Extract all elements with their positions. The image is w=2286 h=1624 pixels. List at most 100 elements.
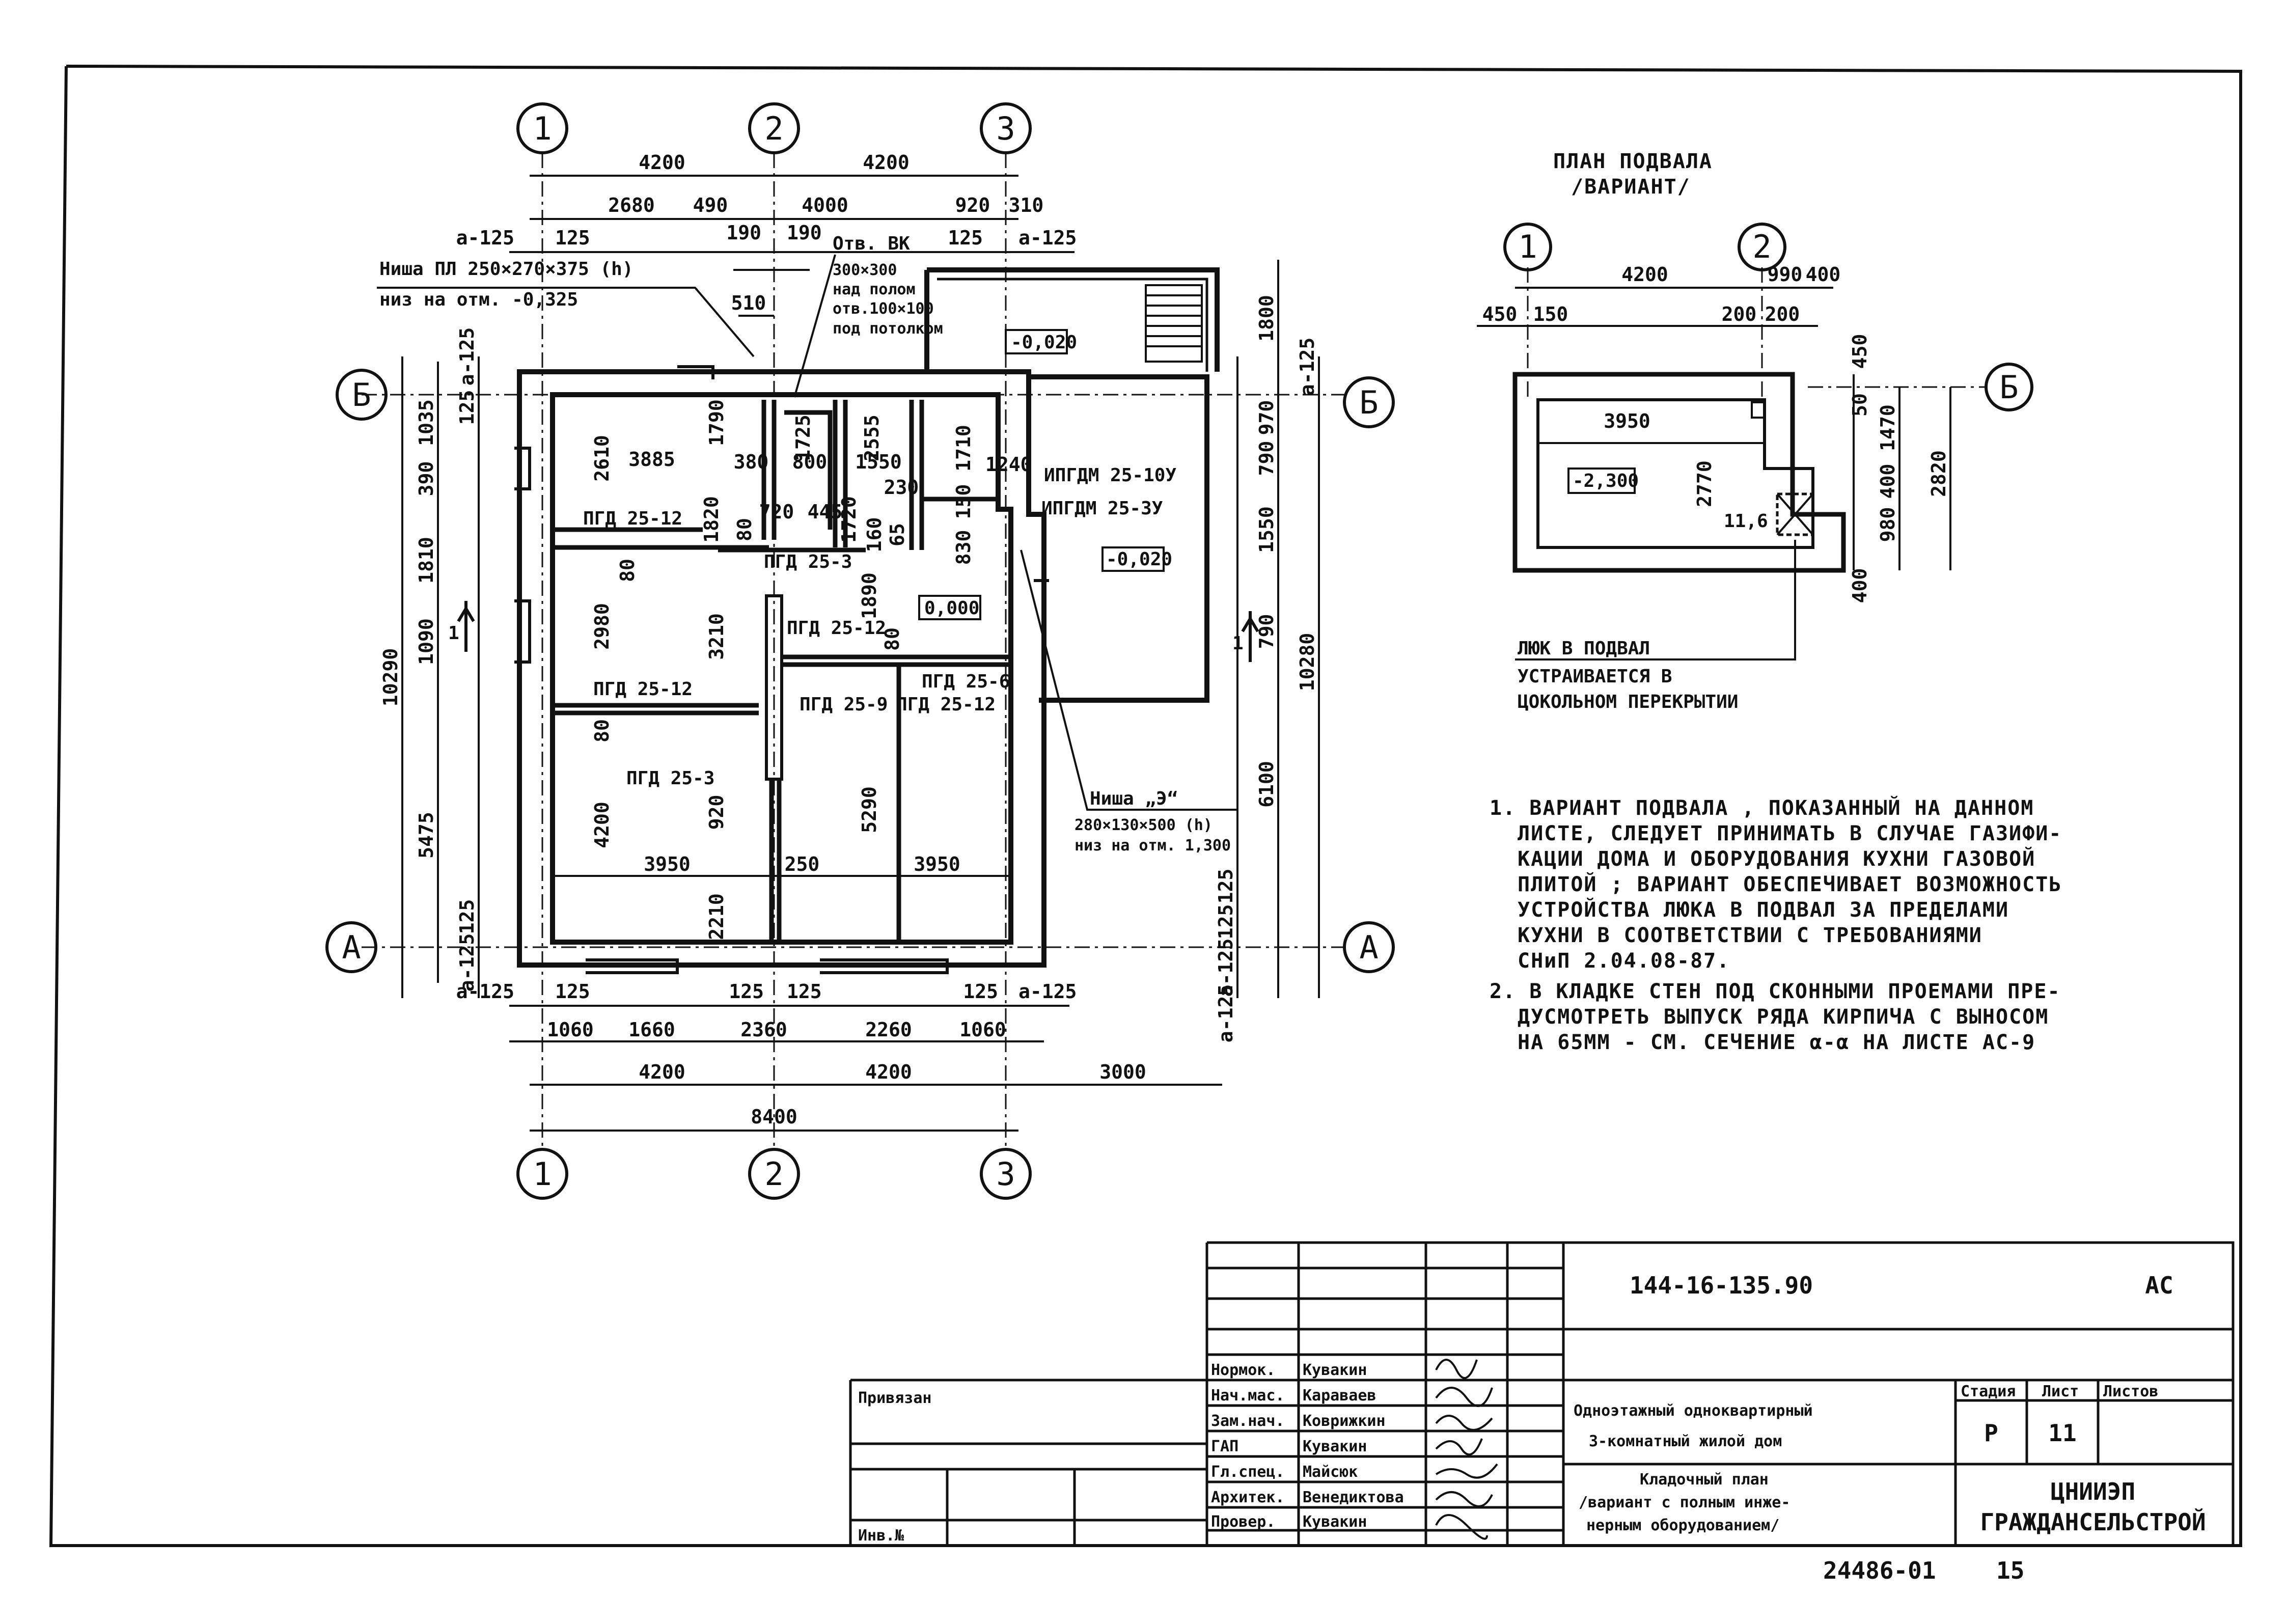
dim-top-190-b: 190 bbox=[787, 222, 822, 244]
dim-top-510: 510 bbox=[731, 292, 766, 314]
role-6: Архитек. bbox=[1211, 1489, 1285, 1506]
basement-subtitle: /ВАРИАНТ/ bbox=[1571, 175, 1691, 199]
partitions bbox=[553, 400, 1011, 942]
basement-dim-4200: 4200 bbox=[1621, 263, 1668, 286]
dim-lines-top bbox=[509, 175, 1075, 317]
dim-in-150: 150 bbox=[952, 484, 975, 519]
dim-right-10280: 10280 bbox=[1296, 633, 1318, 691]
dim-left-a125-bot: а-125 bbox=[456, 933, 478, 992]
dim-top-125-right: 125 bbox=[948, 227, 983, 249]
niche-pl-callout: Ниша ПЛ 250×270×375 (h) низ на отм. -0,3… bbox=[377, 259, 755, 357]
signatures bbox=[1435, 1359, 1498, 1540]
hatch-note-3: ЦОКОЛЬНОМ ПЕРЕКРЫТИИ bbox=[1518, 692, 1738, 712]
org-line-2: ГРАЖДАНСЕЛЬСТРОЙ bbox=[1980, 1508, 2206, 1536]
note-line-7: СНиП 2.04.08-87. bbox=[1518, 949, 1730, 973]
axis-bubble-2-top bbox=[748, 102, 800, 154]
role-1: Нормок. bbox=[1211, 1361, 1275, 1379]
name-4: Кувакин bbox=[1303, 1438, 1367, 1455]
dim-left-1090: 1090 bbox=[415, 618, 437, 665]
vent-shaft-icon bbox=[1751, 401, 1765, 419]
dim-top-a125-left: а-125 bbox=[456, 227, 514, 249]
inv-label: Инв.№ bbox=[858, 1527, 904, 1545]
note-line-10: НА 65ММ - СМ. СЕЧЕНИЕ α-α НА ЛИСТЕ АС-9 bbox=[1518, 1031, 2035, 1054]
dim-top-4000: 4000 bbox=[802, 194, 848, 216]
opening-pgd25-3-b: ПГД 25-3 bbox=[626, 768, 714, 789]
sheet-title-2: /вариант с полным инже- bbox=[1579, 1494, 1790, 1511]
dim-in-3210: 3210 bbox=[705, 613, 728, 660]
niche-e-leader bbox=[1020, 549, 1237, 811]
axis-bubble-b-left bbox=[336, 369, 388, 421]
niche-e-callout: Ниша „Э“ 280×130×500 (h) низ на отм. 1,3… bbox=[1020, 549, 1237, 855]
dim-bot-125-l: 125 bbox=[555, 980, 590, 1003]
basement-level: -2,300 bbox=[1573, 471, 1639, 491]
dim-right-125a: 125 bbox=[1215, 904, 1237, 940]
axis-bubble-3-top bbox=[980, 102, 1032, 154]
dim-right-1550: 1550 bbox=[1255, 506, 1278, 553]
axis-bubble-a-right bbox=[1343, 921, 1395, 973]
dims-bottom: а-125 125 125 125 125 а-125 1060 1660 23… bbox=[456, 980, 1146, 1128]
basement-dim-400: 400 bbox=[1806, 263, 1841, 286]
niche-pl-leader bbox=[377, 287, 755, 357]
doc-code: 144-16-135.90 bbox=[1630, 1272, 1813, 1299]
role-5: Гл.спец. bbox=[1211, 1463, 1285, 1481]
dim-bot-1060b: 1060 bbox=[959, 1019, 1006, 1041]
dim-in-2980: 2980 bbox=[591, 603, 613, 650]
dim-right-1800: 1800 bbox=[1255, 295, 1278, 342]
level-2: 0,000 bbox=[924, 598, 979, 619]
basement-dim-150: 150 bbox=[1533, 303, 1568, 325]
role-7: Провер. bbox=[1211, 1513, 1275, 1531]
section-label-right: 1 bbox=[1232, 633, 1244, 654]
basement-dim-450v: 450 bbox=[1849, 334, 1871, 369]
dim-right-a125a: а-125 bbox=[1215, 939, 1237, 997]
basement-inner-wall bbox=[1536, 398, 1814, 549]
basement-level-box bbox=[1567, 467, 1636, 494]
dim-in-1240: 1240 bbox=[985, 453, 1032, 476]
axis-bubble-1-top bbox=[516, 102, 568, 154]
main-plan: 1 2 3 1 2 3 Б Б А А 4200 4200 2680 49 bbox=[325, 102, 1395, 1200]
basement-axis-label-2: 2 bbox=[1752, 228, 1771, 265]
dim-left-5475: 5475 bbox=[415, 812, 437, 859]
section-marks: 1 1 bbox=[448, 601, 1259, 662]
note-line-3: КАЦИИ ДОМА И ОБОРУДОВАНИЯ КУХНИ ГАЗОВОЙ bbox=[1518, 846, 2035, 871]
basement-dim-3950: 3950 bbox=[1604, 410, 1650, 432]
footer-page: 15 bbox=[1996, 1557, 2024, 1584]
dim-in-380: 380 bbox=[734, 451, 769, 473]
basement-title: ПЛАН ПОДВАЛА bbox=[1553, 150, 1713, 173]
note-line-5: УСТРОЙСТВА ЛЮКА В ПОДВАЛ ЗА ПРЕДЕЛАМИ bbox=[1518, 897, 2009, 922]
dim-in-800: 800 bbox=[792, 451, 828, 473]
hatch-note-1: ЛЮК В ПОДВАЛ bbox=[1518, 638, 1650, 659]
sheet-title-1: Кладочный план bbox=[1640, 1471, 1769, 1489]
vent-callout: Отв. ВК 300×300 над полом отв.100×100 по… bbox=[793, 233, 943, 398]
dim-in-3950b: 3950 bbox=[914, 853, 960, 875]
sheets-header: Листов bbox=[2103, 1383, 2158, 1400]
dim-in-65: 65 bbox=[886, 523, 908, 546]
dim-right-125b: 125 bbox=[1215, 869, 1237, 904]
dim-bot-125-r: 125 bbox=[963, 980, 998, 1003]
dim-bot-4200b: 4200 bbox=[865, 1061, 912, 1083]
note-line-4: ПЛИТОЙ ; ВАРИАНТ ОБЕСПЕЧИВАЕТ ВОЗМОЖНОСТ… bbox=[1518, 872, 2062, 896]
axis-label-2-bottom: 2 bbox=[764, 1155, 783, 1193]
opening-pgd25-12-b: ПГД 25-12 bbox=[787, 618, 886, 639]
dim-right-970: 970 bbox=[1255, 400, 1278, 435]
vent-line1: Отв. ВК bbox=[833, 233, 910, 254]
dim-in-80d: 80 bbox=[591, 719, 613, 742]
basement-axis-bubble-2 bbox=[1738, 223, 1786, 271]
vent-line3: над полом bbox=[833, 281, 916, 298]
dim-left-390: 390 bbox=[415, 461, 437, 497]
dim-bot-2260: 2260 bbox=[865, 1019, 912, 1041]
basement-dim-200b: 200 bbox=[1765, 303, 1800, 325]
name-7: Кувакин bbox=[1303, 1513, 1367, 1531]
axis-label-a-right: А bbox=[1359, 929, 1378, 966]
dims-inner: 2610 3885 1790 380 800 1725 2555 1550 17… bbox=[553, 399, 1032, 940]
opening-pgd25-6: ПГД 25-6 bbox=[922, 671, 1010, 692]
role-3: Зам.нач. bbox=[1211, 1412, 1285, 1430]
basement-axis-bubble-1 bbox=[1503, 223, 1552, 271]
basement-dim-200a: 200 bbox=[1722, 303, 1757, 325]
levels: -0,020 0,000 -0,020 bbox=[918, 329, 1172, 620]
org-line-1: ЦНИИЭП bbox=[2051, 1478, 2135, 1505]
basement-axis-label-1: 1 bbox=[1518, 228, 1537, 265]
basement-dim-990: 990 bbox=[1768, 263, 1803, 286]
axis-label-3-top: 3 bbox=[996, 110, 1015, 147]
note-line-6: КУХНИ В СООТВЕТСТВИИ С ТРЕБОВАНИЯМИ bbox=[1518, 924, 1982, 947]
